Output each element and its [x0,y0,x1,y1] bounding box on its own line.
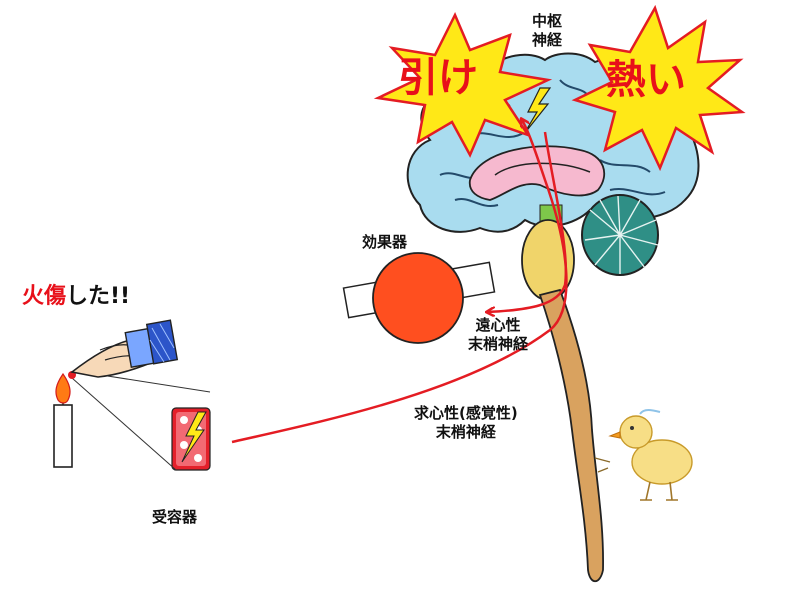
flame-icon [55,372,71,404]
label-afferent-line1: 求心性(感覚性) [414,404,518,422]
label-central-line1: 中枢 [532,12,563,30]
efferent-nerve [488,131,568,312]
label-central-line2: 神経 [532,31,563,49]
afferent-nerve [231,120,568,444]
burst-pull-text: 引け [398,55,478,101]
label-effector: 効果器 [362,233,408,251]
effector-muscle [342,252,496,344]
page-title: 火傷した!! [22,284,130,310]
label-efferent-nerve: 遠心性 末梢神経 [468,316,528,354]
label-efferent-line2: 末梢神経 [468,335,529,353]
label-afferent-line2: 末梢神経 [435,423,496,441]
title-rest: した!! [66,284,131,309]
burst-hot [571,4,746,172]
title-highlight: 火傷 [22,284,67,309]
label-receptor: 受容器 [152,508,198,526]
chick-icon [594,409,693,501]
receptor-icon [171,407,211,471]
corpus-callosum [468,145,606,201]
lightning-icon [523,87,552,135]
label-central-nervous: 中枢 神経 [532,12,562,50]
label-afferent-nerve: 求心性(感覚性) 末梢神経 [414,404,518,442]
spinal-cord [538,288,604,583]
candle [53,371,76,468]
pointing-hand-icon [70,319,179,378]
burst-pull [373,12,553,158]
burst-hot-text: 熱い [606,57,686,103]
label-efferent-line1: 遠心性 [475,316,521,334]
cerebellum [581,194,659,276]
